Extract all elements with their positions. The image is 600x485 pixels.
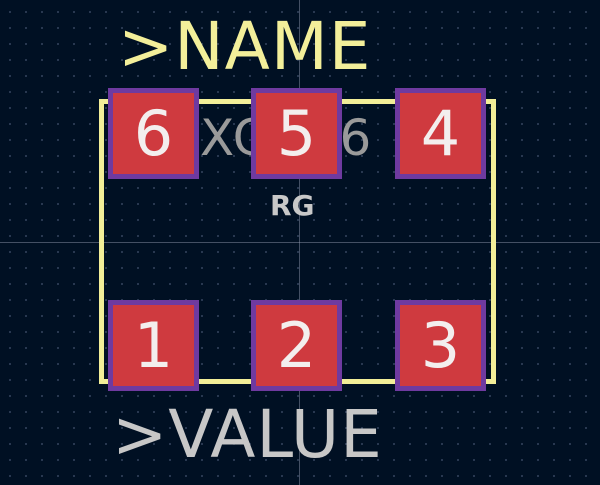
rg-label: RG (270, 189, 315, 222)
pad-3[interactable]: 3 (395, 300, 486, 391)
value-label[interactable]: >VALUE (112, 396, 383, 473)
pad-5-number: 5 (276, 96, 317, 170)
pad-6[interactable]: 6 (108, 88, 199, 179)
pad-2[interactable]: 2 (251, 300, 342, 391)
crosshair-horizontal (0, 242, 600, 243)
pad-2-number: 2 (276, 308, 317, 382)
pad-3-number: 3 (420, 308, 461, 382)
crosshair-vertical (299, 0, 300, 485)
pad-6-number: 6 (133, 96, 174, 170)
pad-1-number: 1 (133, 308, 174, 382)
name-label[interactable]: >NAME (118, 8, 372, 85)
pad-4-number: 4 (420, 96, 461, 170)
pad-1[interactable]: 1 (108, 300, 199, 391)
pad-5[interactable]: 5 (251, 88, 342, 179)
pad-4[interactable]: 4 (395, 88, 486, 179)
